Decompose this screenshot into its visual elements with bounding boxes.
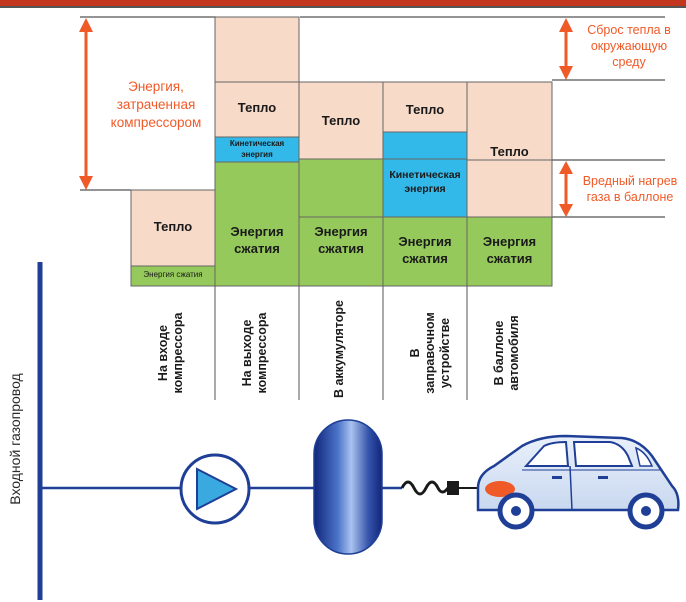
col4-caption: В заправочном устройстве bbox=[408, 312, 452, 394]
col3-heat-block bbox=[298, 81, 384, 160]
col1-heat-label: Тепло bbox=[153, 219, 193, 234]
col3-compression-block-1 bbox=[298, 158, 384, 218]
col5-compression-block bbox=[466, 216, 553, 287]
pump-icon bbox=[179, 453, 251, 525]
col5-compression-label: Энергия сжатия bbox=[482, 234, 537, 266]
col3-compression-block-2 bbox=[298, 216, 384, 287]
col3-heat-label: Тепло bbox=[321, 113, 361, 128]
col5-caption: В баллоне автомобиля bbox=[492, 315, 521, 391]
col3-compression-label: Энергия сжатия bbox=[314, 224, 368, 256]
col2-caption: На выходе компрессора bbox=[240, 312, 269, 394]
col1-compression-label: Энергия сжатия bbox=[143, 270, 203, 279]
heat-release-arrow bbox=[559, 18, 573, 80]
col5-heat-block-2 bbox=[466, 159, 553, 218]
top-bar bbox=[0, 0, 686, 6]
col4-heat-label: Тепло bbox=[405, 102, 445, 117]
heat-release-annotation: Сброс тепла в окружающую среду bbox=[587, 23, 671, 69]
col3-caption: В аккумуляторе bbox=[332, 299, 346, 399]
compressor-energy-arrow bbox=[79, 18, 93, 190]
col4-kinetic-label: Кинетическая энергия bbox=[389, 169, 461, 195]
col5-heat-label: Тепло bbox=[490, 144, 529, 159]
col2-heat-block bbox=[214, 16, 300, 83]
col2-kinetic-label: Кинетическая энергия bbox=[229, 139, 285, 159]
compressor-energy-annotation: Энергия, затраченная компрессором bbox=[110, 79, 202, 130]
col4-kinetic-block-2 bbox=[382, 158, 468, 218]
col5-heat-block bbox=[466, 81, 553, 161]
pipeline-label: Входной газопровод bbox=[7, 373, 23, 505]
accumulator-icon bbox=[313, 419, 383, 555]
car-icon bbox=[476, 434, 680, 530]
col2-compression-label: Энергия сжатия bbox=[230, 224, 284, 256]
harmful-heating-annotation: Вредный нагрев газа в баллоне bbox=[582, 174, 678, 204]
col4-compression-label: Энергия сжатия bbox=[398, 234, 452, 266]
hose-icon bbox=[400, 480, 450, 496]
col2-heat-label: Тепло bbox=[237, 100, 277, 115]
col4-compression-block bbox=[382, 216, 468, 287]
top-bar-shadow bbox=[0, 6, 686, 8]
col4-kinetic-block-1 bbox=[382, 131, 468, 160]
harmful-heating-arrow bbox=[559, 161, 573, 217]
col4-heat-block bbox=[382, 81, 468, 133]
col1-caption: На входе компрессора bbox=[156, 312, 185, 394]
